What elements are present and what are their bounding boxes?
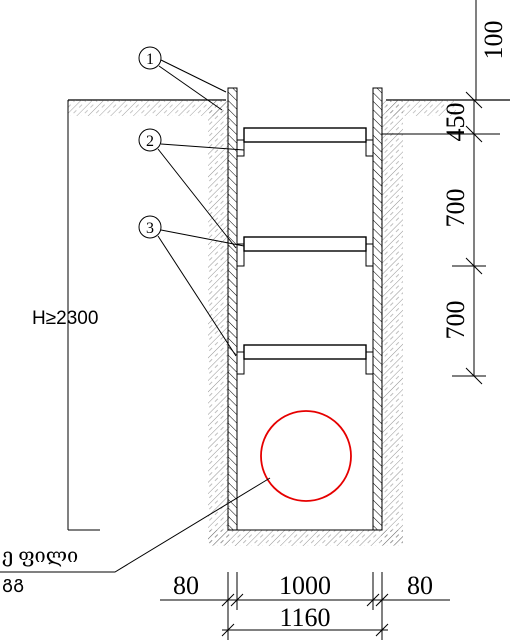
walers	[236, 139, 374, 375]
callout-1: 1	[138, 46, 227, 111]
vertical-dimension-chain	[382, 0, 510, 385]
soil-bottom	[208, 530, 403, 546]
dim-80-right: 80	[407, 571, 433, 600]
callout-2: 2	[138, 128, 245, 249]
ground-hatch-right	[386, 100, 456, 116]
struts	[243, 127, 367, 360]
dim-700-lower: 700	[441, 301, 470, 340]
pipe-note-line2: ᲒᲒ	[2, 576, 24, 596]
pipe-leader	[0, 477, 271, 573]
ground-hatch-left	[68, 100, 226, 116]
callout-1-label: 1	[146, 51, 154, 68]
soil-wall-right	[381, 100, 403, 545]
dim-80-left: 80	[173, 571, 199, 600]
dim-1000: 1000	[279, 571, 331, 600]
pipe-note-line1: ე ფილი	[2, 545, 78, 567]
depth-dimension	[67, 100, 100, 531]
dim-100: 100	[479, 21, 508, 60]
sheet-pile-right	[372, 87, 383, 531]
dim-450: 450	[441, 103, 470, 142]
callout-3-label: 3	[146, 220, 154, 237]
callout-3: 3	[138, 215, 245, 357]
pipe-circle	[260, 410, 352, 502]
bottom-dimension-lines	[160, 572, 450, 640]
callout-2-label: 2	[146, 133, 154, 150]
dim-700-upper: 700	[441, 189, 470, 228]
sheet-pile-left	[227, 87, 238, 531]
depth-label: H≥2300	[32, 308, 98, 329]
dim-1160: 1160	[279, 603, 330, 632]
soil-wall-left	[208, 100, 230, 545]
